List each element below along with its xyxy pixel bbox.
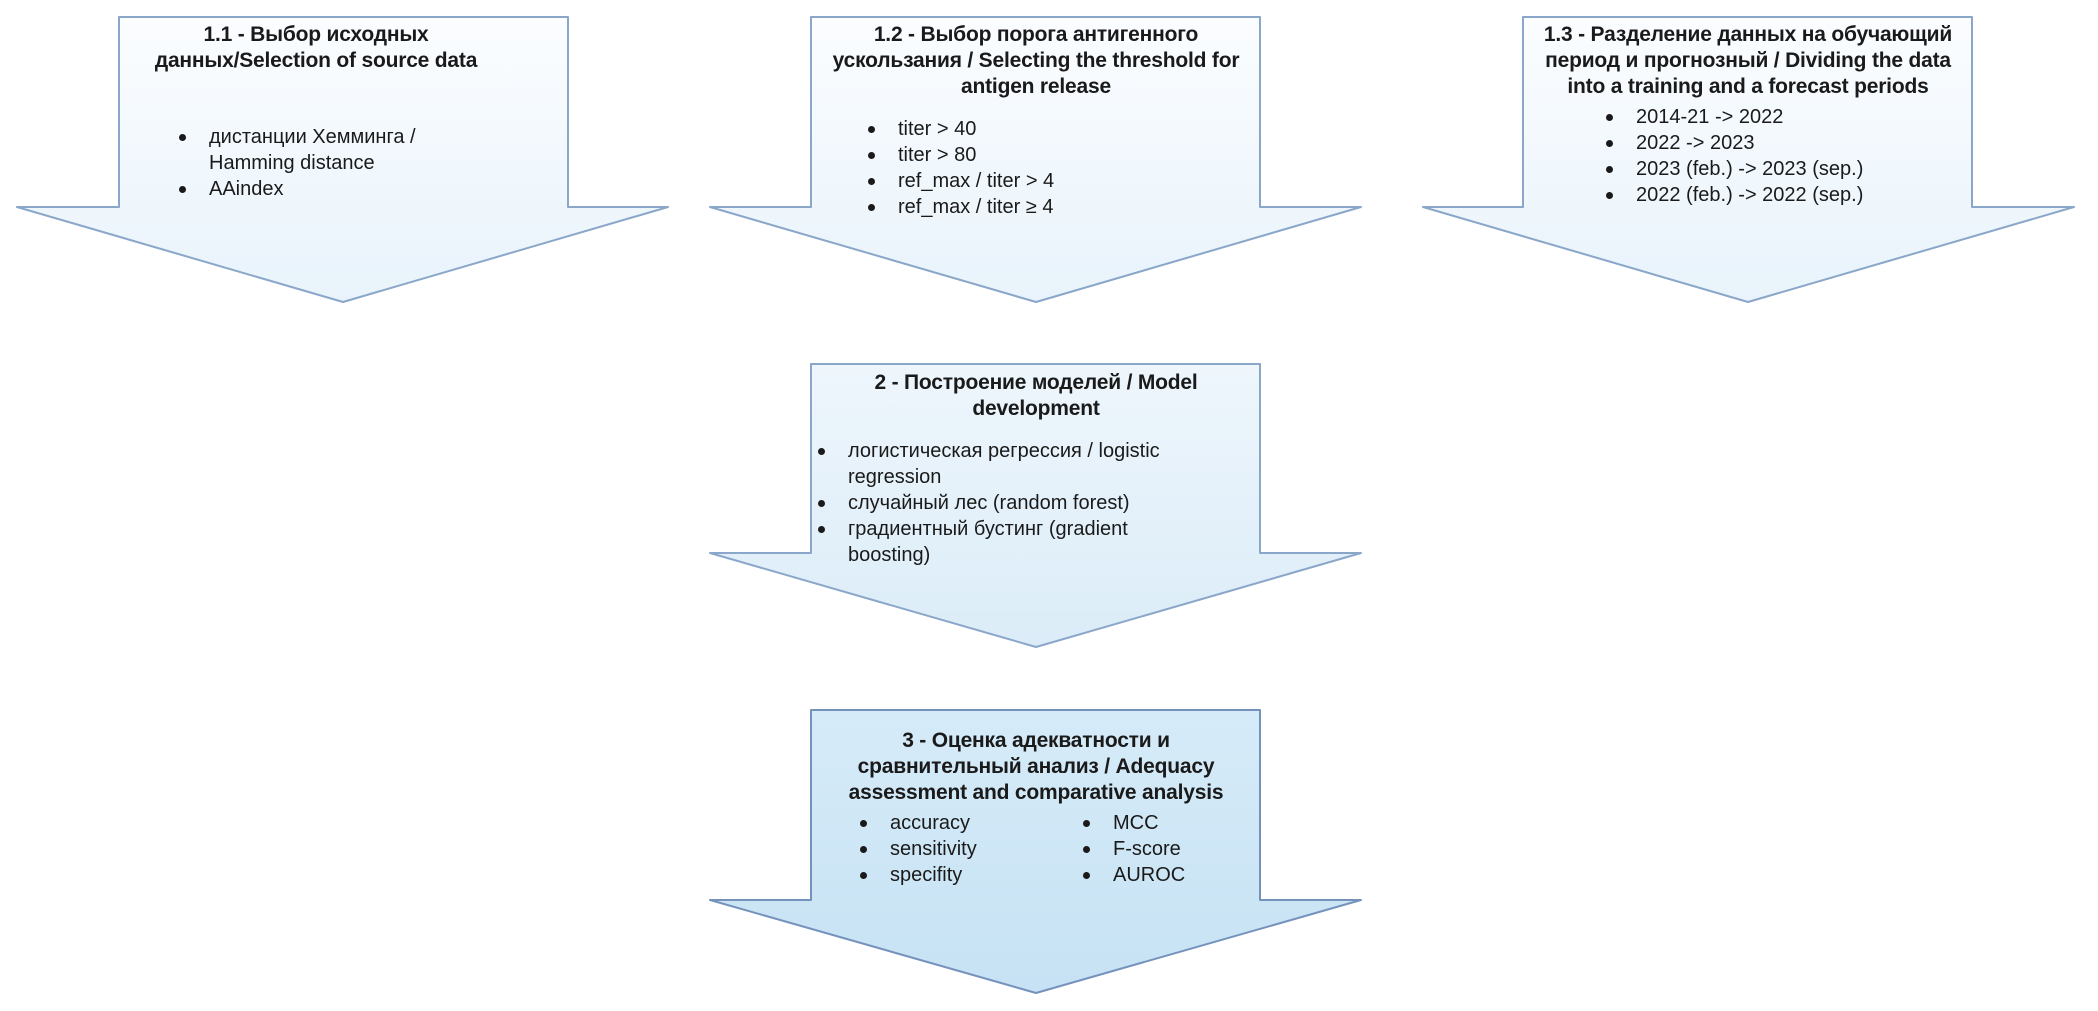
arrow-shape-step-3 (709, 709, 1362, 994)
list-item: дистанции Хемминга / Hamming distance (173, 124, 463, 176)
step-2-list: логистическая регрессия / logistic regre… (812, 438, 1242, 568)
list-item: accuracy (854, 810, 1024, 836)
list-item: 2022 (feb.) -> 2022 (sep.) (1600, 182, 1972, 208)
list-item: MCC (1077, 810, 1185, 836)
list-item: логистическая регрессия / logistic regre… (812, 438, 1242, 490)
step-3-metrics: accuracy sensitivity specifity MCC F-sco… (812, 810, 1260, 888)
list-item: titer > 80 (862, 142, 1260, 168)
list-item: AAindex (173, 176, 463, 202)
list-item: градиентный бустинг (gradient boosting) (812, 516, 1178, 568)
step-1-3-title: 1.3 - Разделение данных на обучающий пер… (1543, 23, 1953, 98)
step-1-1-title: 1.1 - Выбор исходных данных/Selection of… (154, 23, 478, 72)
step-1-1: 1.1 - Выбор исходных данных/Selection of… (121, 22, 511, 202)
list-item: случайный лес (random forest) (812, 490, 1242, 516)
step-1-3-list: 2014-21 -> 2022 2022 -> 2023 2023 (feb.)… (1600, 104, 1972, 208)
list-item: 2023 (feb.) -> 2023 (sep.) (1600, 156, 1972, 182)
list-item: ref_max / titer > 4 (862, 168, 1260, 194)
step-2: 2 - Построение моделей / Model developme… (812, 370, 1260, 568)
step-2-title: 2 - Построение моделей / Model developme… (874, 371, 1198, 420)
list-item: specifity (854, 862, 1024, 888)
step-3: 3 - Оценка адекватности и сравнительный … (812, 728, 1260, 888)
step-3-title: 3 - Оценка адекватности и сравнительный … (848, 729, 1224, 804)
list-item: AUROC (1077, 862, 1185, 888)
arrow-shape-step-2 (709, 363, 1362, 648)
step-1-3: 1.3 - Разделение данных на обучающий пер… (1524, 22, 1972, 208)
list-item: titer > 40 (862, 116, 1260, 142)
step-3-list-right: MCC F-score AUROC (1077, 810, 1185, 888)
step-1-1-list: дистанции Хемминга / Hamming distance AA… (173, 124, 463, 202)
list-item: 2022 -> 2023 (1600, 130, 1972, 156)
arrow-shape-step-1-1 (16, 16, 669, 303)
step-3-list-left: accuracy sensitivity specifity (854, 810, 1024, 888)
list-item: sensitivity (854, 836, 1024, 862)
step-1-2: 1.2 - Выбор порога антигенного ускользан… (812, 22, 1260, 220)
arrow-shape-step-1-2 (709, 16, 1362, 303)
list-item: 2014-21 -> 2022 (1600, 104, 1972, 130)
step-1-2-title: 1.2 - Выбор порога антигенного ускользан… (832, 23, 1240, 98)
step-1-2-list: titer > 40 titer > 80 ref_max / titer > … (862, 116, 1260, 220)
list-item: F-score (1077, 836, 1185, 862)
list-item: ref_max / titer ≥ 4 (862, 194, 1260, 220)
arrow-shape-step-1-3 (1422, 16, 2075, 303)
